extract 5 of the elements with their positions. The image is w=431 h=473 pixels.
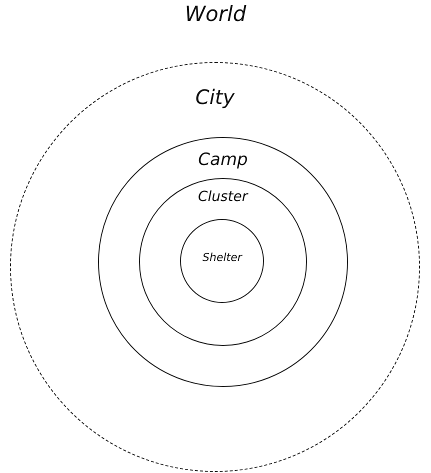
- circle-label: Camp: [198, 150, 248, 170]
- circle-label: Shelter: [202, 251, 242, 264]
- circle-label: City: [195, 85, 235, 109]
- circle-label: Cluster: [198, 188, 248, 205]
- heading-label: World: [184, 2, 246, 26]
